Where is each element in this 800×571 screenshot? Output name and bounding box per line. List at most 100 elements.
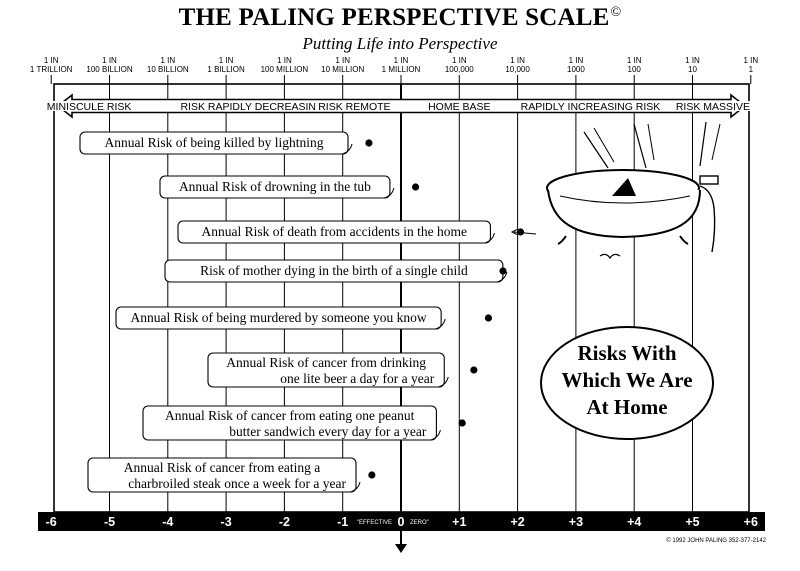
band-label: RISK RAPIDLY DECREASING (180, 101, 324, 113)
top-tick-line1: 1 IN (685, 56, 700, 65)
risk-label-box (142, 405, 437, 441)
risk-label-box (79, 131, 349, 155)
risk-label-box (115, 306, 442, 330)
risk-label-tail (435, 318, 446, 330)
risk-label-box (177, 220, 492, 244)
top-tick-line2: 10,000 (505, 65, 530, 74)
risk-label: Annual Risk of cancer from eating one pe… (165, 408, 415, 423)
risk-label-box (207, 352, 445, 388)
risk-item: Annual Risk of being murdered by someone… (115, 306, 493, 330)
x-tick-label: +5 (685, 515, 699, 529)
top-tick-line1: 1 IN (277, 56, 292, 65)
top-tick-line1: 1 IN (452, 56, 467, 65)
top-tick-line2: 1 BILLION (207, 65, 245, 74)
risk-label-tail (349, 481, 361, 493)
band-label-bg (670, 101, 756, 111)
copyright-mark: © (610, 5, 622, 20)
x-axis-band (38, 512, 765, 531)
band-label-bg (40, 101, 138, 111)
top-tick-line1: 1 IN (335, 56, 350, 65)
x-tick-label: -5 (104, 515, 115, 529)
top-tick-line1: 1 IN (627, 56, 642, 65)
chart-title: THE PALING PERSPECTIVE SCALE© (178, 4, 622, 31)
x-tick-label: +2 (510, 515, 524, 529)
risk-label: Annual Risk of being murdered by someone… (130, 310, 426, 325)
risk-point (368, 471, 376, 479)
top-tick-line1: 1 IN (102, 56, 117, 65)
top-tick-line2: 1 TRILLION (30, 65, 73, 74)
band-label-bg (512, 101, 669, 111)
band-label: MINISCULE RISK (47, 101, 132, 113)
risk-point (484, 314, 493, 322)
risk-item: Annual Risk of death from accidents in t… (177, 220, 525, 244)
band-label: RISK MASSIVE (676, 101, 750, 113)
risk-label-box (87, 457, 357, 493)
risk-point (516, 228, 525, 236)
risk-label: Annual Risk of cancer from drinking (226, 355, 426, 370)
gridlines (109, 84, 693, 512)
zero-down-arrow (395, 531, 407, 553)
x-tick-label: +6 (744, 515, 758, 529)
top-tick-line2: 1000 (567, 65, 585, 74)
risk-label: Annual Risk of drowning in the tub (179, 179, 371, 194)
callout-line: Which We Are (561, 368, 692, 392)
risk-point (411, 183, 420, 191)
risk-label-tail (496, 271, 508, 283)
x-tick-label: -3 (221, 515, 232, 529)
callout-line: At Home (586, 395, 667, 419)
x-tick-label: +1 (452, 515, 466, 529)
top-tick-line1: 1 IN (44, 56, 59, 65)
x-tick-label: +4 (627, 515, 641, 529)
risk-point (365, 139, 373, 147)
top-tick-line2: 1 (749, 65, 754, 74)
top-tick-line2: 10 BILLION (147, 65, 189, 74)
top-tick-line1: 1 IN (510, 56, 525, 65)
risk-point (458, 419, 466, 427)
zero-note-right: ZERO" (410, 520, 429, 526)
risk-label-tail (341, 143, 353, 155)
top-tick-line1: 1 IN (569, 56, 584, 65)
top-tick-line2: 100 MILLION (261, 65, 309, 74)
risk-label: one lite beer a day for a year (280, 371, 435, 386)
callout-line: Risks With (577, 341, 676, 365)
x-tick-label: 0 (398, 515, 405, 529)
x-tick-label: -4 (162, 515, 173, 529)
top-tick-line2: 100 (628, 65, 642, 74)
risk-label: Annual Risk of being killed by lightning (105, 135, 324, 150)
risk-label-tail (383, 187, 395, 199)
x-tick-label: -2 (279, 515, 290, 529)
top-tick-line2: 10 (688, 65, 697, 74)
top-tick-line1: 1 IN (160, 56, 175, 65)
risk-item: Annual Risk of being killed by lightning (79, 131, 373, 155)
top-tick-line1: 1 IN (743, 56, 758, 65)
band-label-bg (426, 101, 493, 111)
top-tick-line1: 1 IN (394, 56, 409, 65)
risk-item: Annual Risk of drowning in the tub (159, 175, 420, 199)
top-tick-line2: 100,000 (445, 65, 474, 74)
risk-label-box (159, 175, 391, 199)
chart-subtitle: Putting Life into Perspective (302, 34, 498, 53)
risk-item: Risk of mother dying in the birth of a s… (164, 259, 508, 283)
risk-label-tail (438, 376, 449, 388)
risk-label: Risk of mother dying in the birth of a s… (200, 263, 468, 278)
band-label-bg (315, 101, 394, 111)
risk-label: charbroiled steak once a week for a year (128, 476, 346, 491)
top-tick-line2: 100 BILLION (86, 65, 132, 74)
risk-label: Annual Risk of death from accidents in t… (202, 224, 467, 239)
risk-points: Annual Risk of being killed by lightning… (79, 131, 525, 493)
risk-item: Annual Risk of cancer from eating one pe… (142, 405, 466, 441)
top-tick-line1: 1 IN (219, 56, 234, 65)
x-tick-label: -1 (337, 515, 348, 529)
band-label: HOME BASE (428, 101, 490, 113)
risk-label: butter sandwich every day for a year (229, 424, 427, 439)
band-label: RAPIDLY INCREASING RISK (521, 101, 661, 113)
top-tick-line2: 1 MILLION (382, 65, 421, 74)
band-label: RISK REMOTE (318, 101, 390, 113)
x-tick-label: +3 (569, 515, 583, 529)
